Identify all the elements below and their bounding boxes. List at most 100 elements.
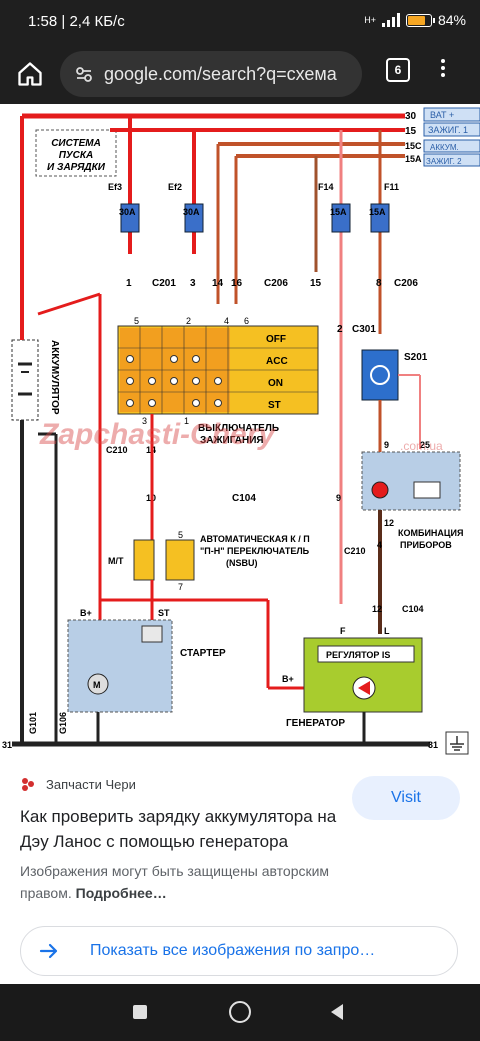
wiring-diagram-image[interactable]: СИСТЕМА ПУСКА И ЗАРЯДКИ 30 15 15С 15А ВА…	[0, 104, 480, 760]
show-all-images-button[interactable]: Показать все изображения по запро…	[20, 926, 458, 976]
recents-icon[interactable]	[133, 1005, 147, 1019]
pin-8: 8	[376, 278, 382, 289]
starter-st: ST	[158, 608, 170, 618]
pin-2-c301: 2	[337, 324, 343, 335]
generator-label: ГЕНЕРАТОР	[286, 718, 345, 729]
terminal-15-num: 15	[405, 126, 417, 137]
nsbu-label-3: (NSBU)	[226, 558, 258, 568]
site-info-icon[interactable]	[74, 64, 94, 84]
result-source[interactable]: Запчасти Чери	[20, 776, 136, 792]
starter-b-plus: B+	[80, 608, 92, 618]
mt-label: М/Т	[108, 556, 124, 566]
pin-9-cluster: 9	[384, 440, 389, 450]
switch-pin-5: 5	[134, 316, 139, 326]
fuse-ef2-name: Ef2	[168, 182, 182, 192]
nsbu-label-2: "П-Н" ПЕРЕКЛЮЧАТЕЛЬ	[200, 546, 310, 556]
connector-c104-a: C104	[232, 493, 256, 504]
network-type: H+	[364, 15, 376, 25]
home-icon[interactable]	[16, 60, 44, 88]
pin-25: 25	[420, 440, 430, 450]
signal-icon	[381, 13, 400, 27]
fuse-ef2: Ef2 30A	[168, 182, 204, 233]
terminal-15a-num: 15А	[405, 154, 422, 164]
switch-pos-acc: ACC	[266, 356, 288, 367]
switch-pin-1: 1	[184, 416, 189, 426]
fuse-ef3: Ef3 30A	[108, 182, 140, 233]
connector-c201: C201	[152, 278, 176, 289]
visit-button[interactable]: Visit	[352, 776, 460, 820]
page-content: СИСТЕМА ПУСКА И ЗАРЯДКИ 30 15 15С 15А ВА…	[0, 104, 480, 984]
pin-5-nsbu: 5	[178, 530, 183, 540]
switch-pin-4: 4	[224, 316, 229, 326]
watermark: Zapchasti-Chery	[39, 418, 276, 451]
diagram-title-box	[35, 129, 117, 177]
switch-pos-st: ST	[268, 400, 281, 411]
gen-b-plus: B+	[282, 674, 294, 684]
battery-percent: 84%	[437, 12, 466, 28]
mt-switch	[133, 539, 155, 581]
address-bar[interactable]: google.com/search?q=схема	[60, 51, 362, 97]
regulator-box	[317, 645, 415, 663]
home-nav-icon[interactable]	[229, 1001, 251, 1023]
status-bar: 1:58 | 2,4 КБ/с H+ 84%	[0, 0, 480, 44]
pin-4-c210: 4	[377, 540, 382, 550]
more-options-icon[interactable]	[438, 56, 448, 86]
more-link[interactable]: Подробнее…	[75, 885, 167, 901]
ground-31-left: 31	[2, 740, 12, 750]
nsbu-switch	[165, 539, 195, 581]
connector-c206-a: C206	[264, 278, 288, 289]
switch-pin-3: 3	[142, 416, 147, 426]
fuse-f11-name: F11	[384, 182, 399, 192]
watermark-domain: .com.ua	[400, 439, 443, 453]
fuse-ef3-name: Ef3	[108, 182, 122, 192]
switch-pos-off: OFF	[266, 334, 286, 345]
instrument-cluster-box	[361, 451, 461, 511]
terminal-15c-num: 15С	[405, 141, 422, 151]
connector-c210-a: C210	[106, 445, 128, 455]
connector-c104-b: C104	[402, 604, 424, 614]
tab-switcher-button[interactable]: 6	[386, 58, 410, 82]
back-icon[interactable]	[329, 1003, 345, 1021]
fuse-f14-name: F14	[318, 182, 334, 192]
terminal-30-label: ВАТ +	[430, 110, 454, 120]
fuse-f11-rating: 15A	[369, 207, 386, 217]
switch-pin-6: 6	[244, 316, 249, 326]
copyright-notice: Изображения могут быть защищены авторски…	[20, 860, 380, 904]
connector-c301: C301	[352, 324, 376, 335]
system-nav-bar	[0, 984, 480, 1041]
connector-c210-b: C210	[344, 546, 366, 556]
pin-7-nsbu: 7	[178, 582, 183, 592]
svg-text:M: M	[93, 680, 101, 690]
splice-s201	[361, 349, 399, 401]
fuse-f11: F11 15A	[369, 182, 399, 233]
source-name: Запчасти Чери	[46, 776, 136, 792]
cluster-label-2: ПРИБОРОВ	[400, 540, 452, 550]
gen-l: L	[384, 626, 390, 636]
pin-14-top: 14	[212, 278, 224, 289]
fuse-ef3-rating: 30A	[119, 207, 136, 217]
pin-12-c104: 12	[372, 604, 382, 614]
browser-toolbar: google.com/search?q=схема 6	[0, 44, 480, 104]
starter-label: СТАРТЕР	[180, 648, 226, 659]
status-icons: H+ 84%	[364, 12, 466, 28]
ignition-switch-label-1: ВЫКЛЮЧАТЕЛЬ	[198, 423, 279, 434]
splice-s201-label: S201	[404, 352, 428, 363]
copyright-text: Изображения могут быть защищены авторски…	[20, 863, 330, 901]
fuse-ef2-rating: 30A	[183, 207, 200, 217]
site-favicon-icon	[22, 778, 34, 791]
diagram-title-3: И ЗАРЯДКИ	[47, 162, 106, 173]
connector-c206-b: C206	[394, 278, 418, 289]
terminal-labels: 30 15 15С 15А ВАТ + ЗАЖИГ. 1 АККУМ. ЗАЖИ…	[405, 107, 480, 167]
regulator-label: РЕГУЛЯТОР IS	[326, 650, 390, 660]
pin-9-c210: 9	[336, 493, 341, 503]
pin-3: 3	[190, 278, 196, 289]
pin-12-cluster: 12	[384, 518, 394, 528]
ground-g101: G101	[28, 712, 38, 734]
switch-pos-on: ON	[268, 378, 283, 389]
diagram-title-2: ПУСКА	[59, 150, 94, 161]
ignition-switch-label-2: ЗАЖИГАНИЯ	[200, 435, 264, 446]
nsbu-label-1: АВТОМАТИЧЕСКАЯ К / П	[200, 534, 310, 544]
result-title[interactable]: Как проверить зарядку аккумулятора на Дэ…	[20, 807, 337, 851]
terminal-30-num: 30	[405, 111, 417, 122]
